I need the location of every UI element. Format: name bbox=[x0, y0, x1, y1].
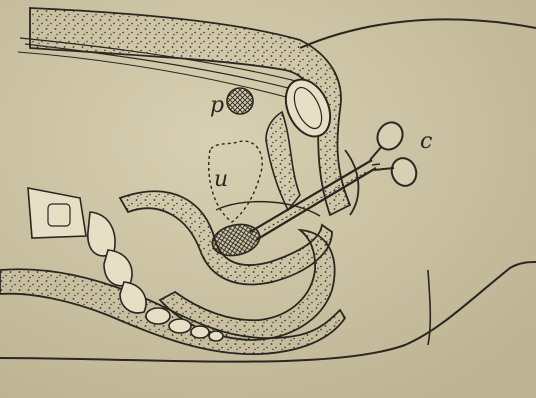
label-u: u bbox=[214, 167, 228, 192]
label-p: p bbox=[210, 93, 224, 118]
label-c: c bbox=[420, 129, 432, 154]
pelvic-mass-p bbox=[227, 88, 253, 114]
